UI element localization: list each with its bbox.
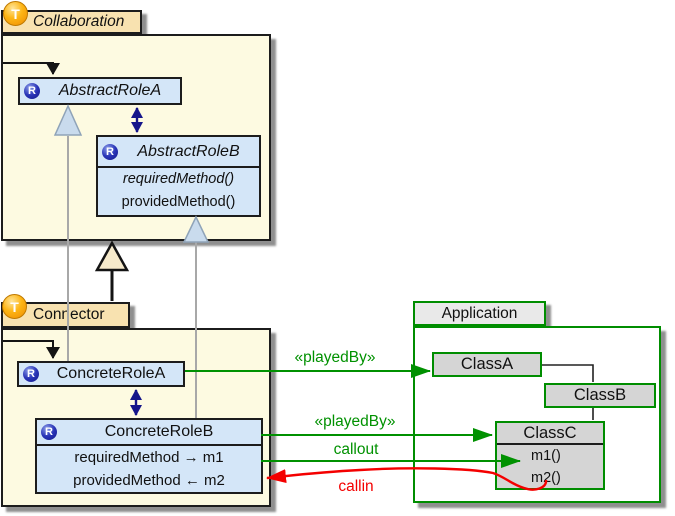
role-name-abstract-role-a: AbstractRoleA (58, 82, 162, 99)
class-box-class-c: ClassC m1() m2() (495, 421, 605, 490)
team-icon: T (2, 294, 27, 319)
method-provided-binding: providedMethod ← m2 (73, 472, 225, 489)
method-required-binding: requiredMethod → m1 (74, 449, 224, 466)
role-name-concrete-role-a: ConcreteRoleA (56, 365, 166, 382)
package-tab-collaboration: Collaboration (1, 10, 142, 34)
class-box-class-b: ClassB (544, 383, 656, 408)
stereotype-label-playedby-1: «playedBy» (294, 349, 376, 366)
role-icon: R (23, 366, 39, 382)
package-title-application: Application (441, 304, 518, 322)
class-method-m1: m1() (531, 448, 561, 464)
callout-label: callout (333, 441, 379, 458)
class-name-class-a: ClassA (460, 355, 514, 373)
role-icon: R (102, 143, 118, 160)
team-icon: T (3, 1, 28, 26)
class-name-class-b: ClassB (573, 386, 627, 404)
role-icon: R (41, 424, 57, 440)
class-box-class-a: ClassA (432, 352, 542, 377)
role-box-abstract-role-a: R AbstractRoleA (18, 77, 182, 105)
role-icon: R (24, 83, 40, 99)
callin-label: callin (338, 478, 374, 495)
package-title-collaboration: Collaboration (33, 13, 125, 30)
class-name-class-c: ClassC (523, 423, 577, 442)
role-name-concrete-role-b: ConcreteRoleB (104, 423, 214, 440)
role-name-abstract-role-b: AbstractRoleB (137, 142, 240, 160)
team-inheritance-triangle (94, 240, 130, 272)
method-required-abstract: requiredMethod() (122, 171, 235, 187)
role-box-concrete-role-b: R ConcreteRoleB requiredMethod → m1 prov… (35, 418, 263, 494)
package-title-connector: Connector (33, 306, 105, 323)
role-box-abstract-role-b: R AbstractRoleB requiredMethod() provide… (96, 135, 261, 217)
stereotype-label-playedby-2: «playedBy» (314, 413, 396, 430)
class-method-m2: m2() (531, 470, 561, 486)
method-provided-abstract: providedMethod() (121, 194, 236, 210)
role-box-concrete-role-a: R ConcreteRoleA (17, 361, 185, 387)
package-tab-application: Application (413, 301, 546, 326)
